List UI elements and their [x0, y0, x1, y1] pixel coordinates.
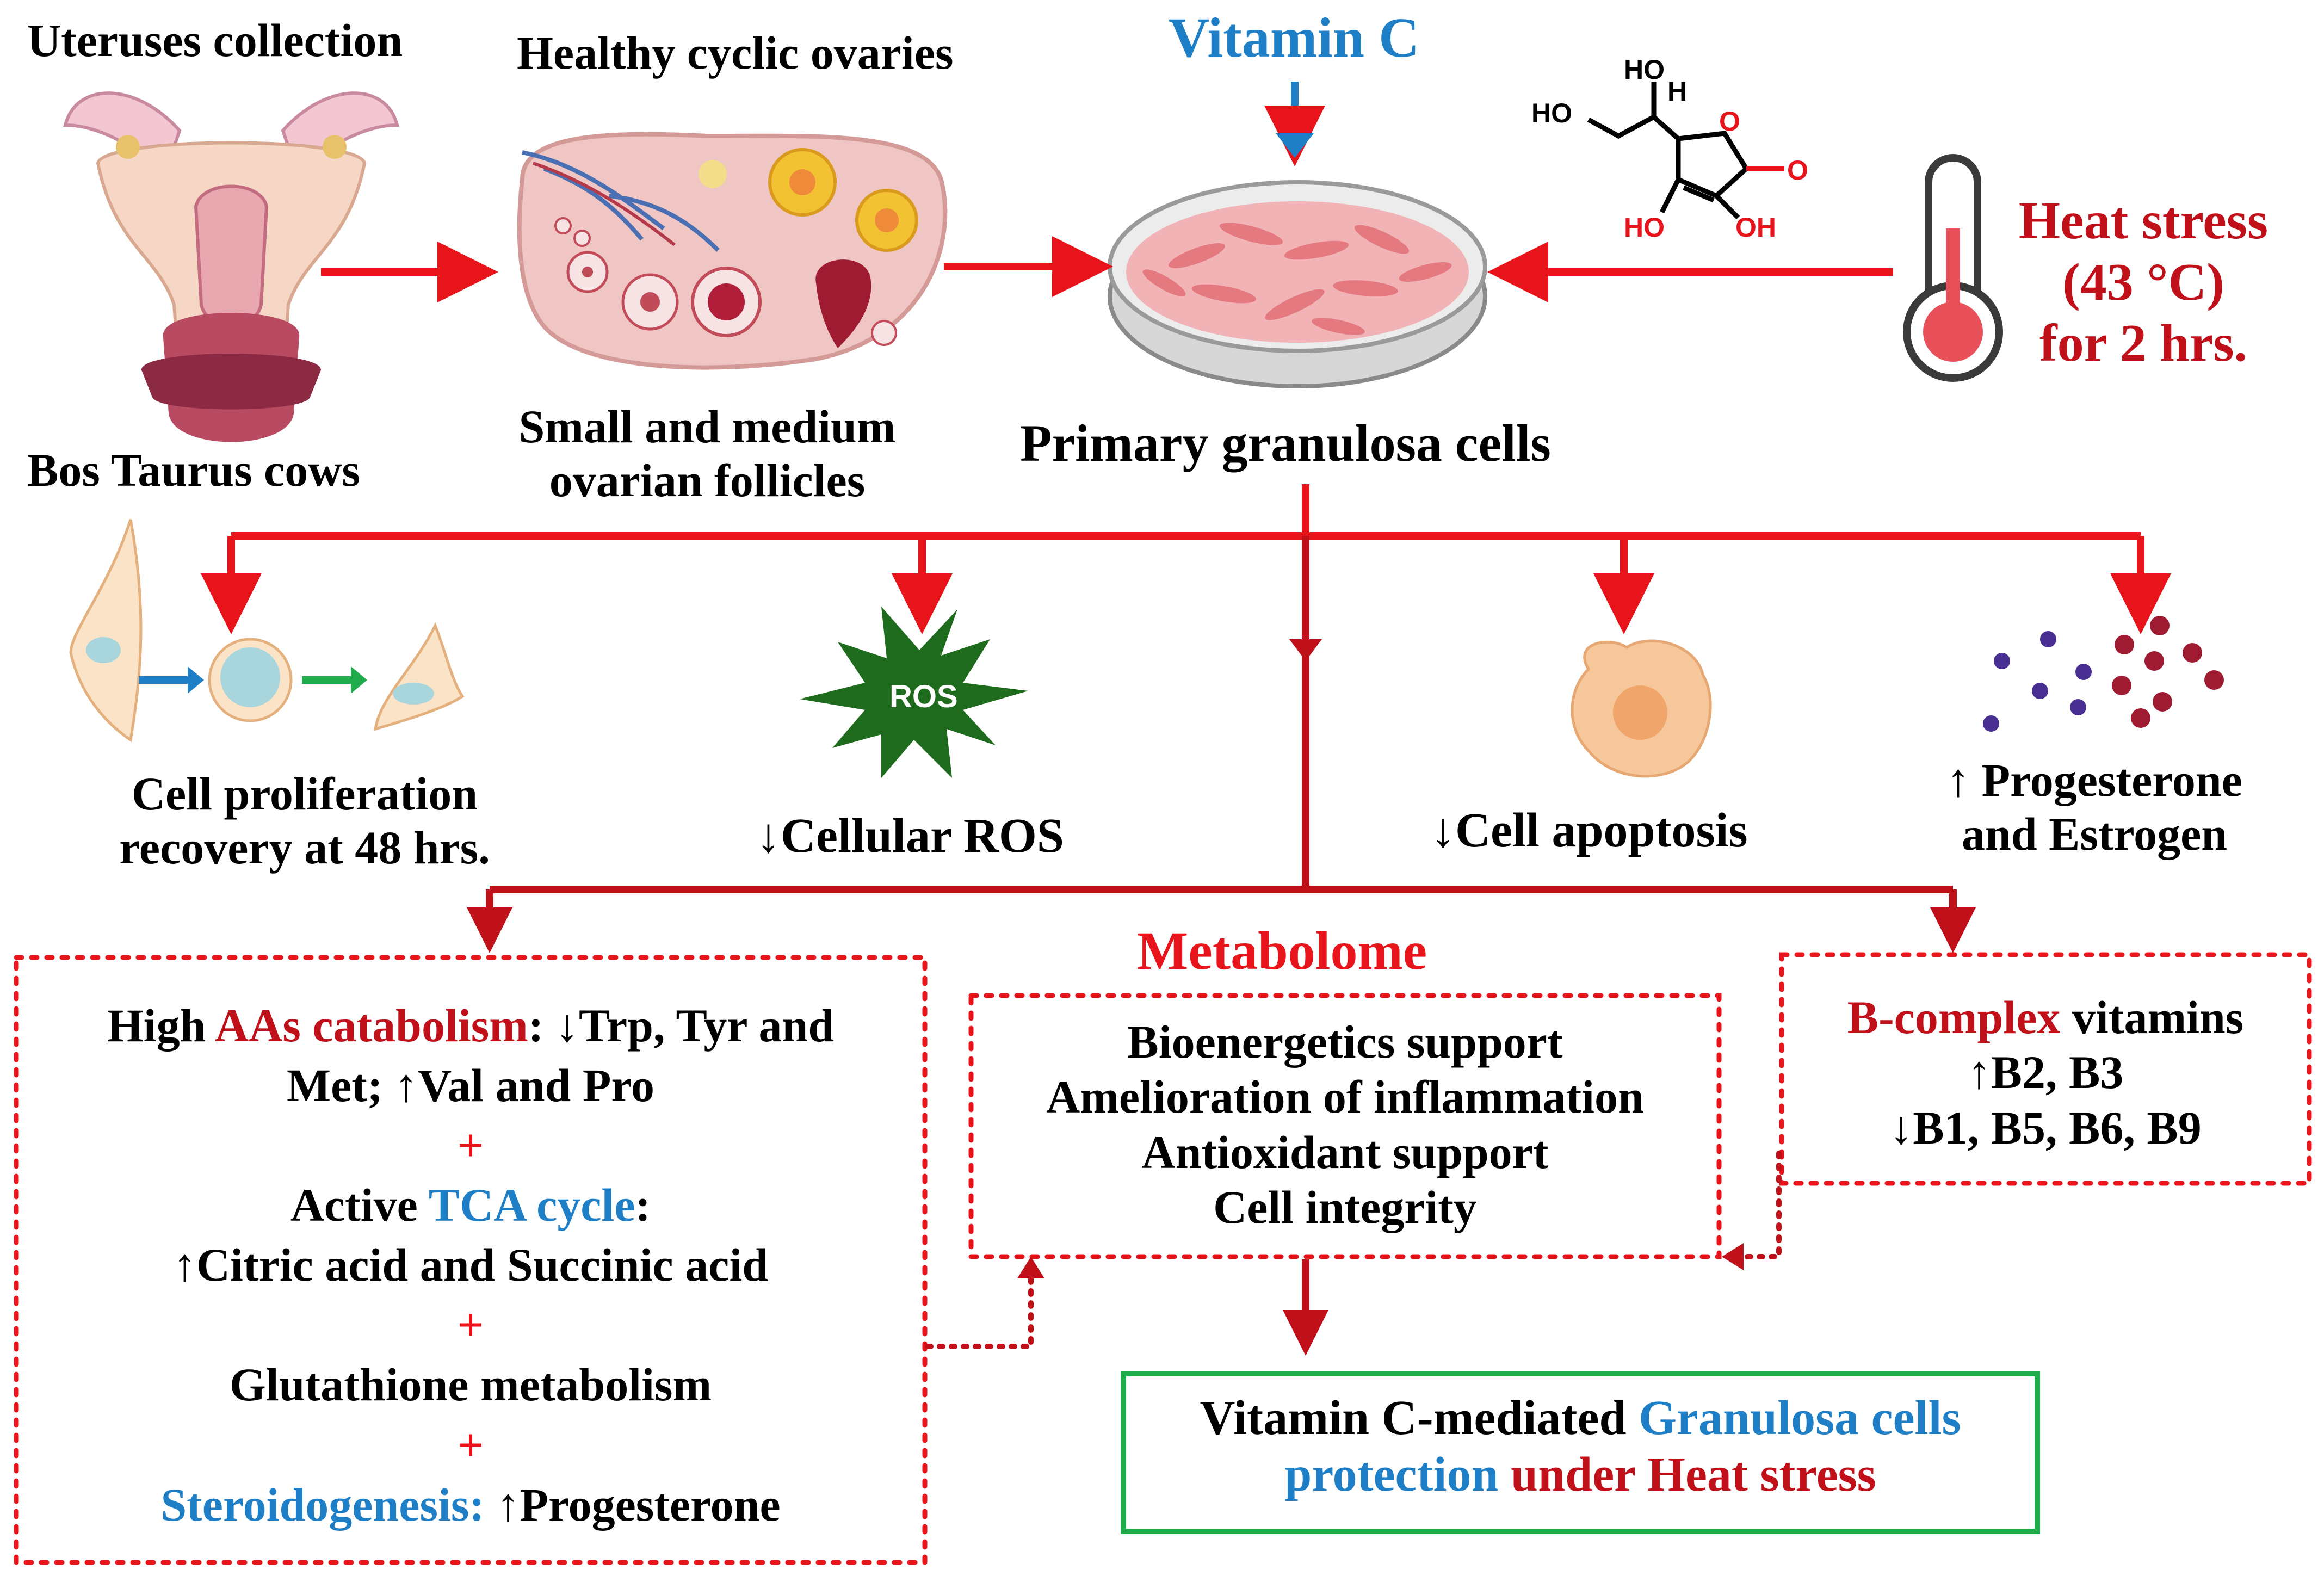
uterus-title: Uteruses collection: [27, 14, 403, 66]
ros-badge-label: ROS: [889, 679, 958, 714]
ovary-illustration: [517, 132, 948, 370]
dotted-connector-left: [925, 1270, 1034, 1349]
dotted-connector-left-head: [1017, 1257, 1044, 1278]
apoptosis-caption: ↓Cell apoptosis: [1431, 804, 1748, 857]
atom-label: O: [1719, 106, 1740, 137]
metabolome-left-box: [14, 955, 928, 1565]
dish-caption: Primary granulosa cells: [1020, 414, 1551, 472]
conclusion-box: [1121, 1371, 2040, 1534]
atom-label: HO: [1531, 98, 1572, 128]
metabolome-middle-box: [968, 993, 1722, 1259]
metabolome-title: Metabolome: [1137, 920, 1427, 981]
ovary-title: Healthy cyclic ovaries: [517, 27, 954, 79]
hormone-molecules-illustration: [1983, 616, 2224, 732]
thermometer-icon: [1903, 154, 2003, 382]
atom-label: O: [1787, 155, 1808, 186]
metabolome-left-content: High AAs catabolism: ↓Trp, Tyr and Met; …: [107, 999, 835, 1531]
uterus-illustration: [63, 91, 399, 442]
uterus-caption: Bos Taurus cows: [27, 444, 360, 496]
vitamin-c-title: Vitamin C: [1169, 7, 1420, 69]
metabolome-middle-content: Bioenergetics support Amelioration of in…: [1046, 1016, 1644, 1234]
dotted-connector-right-head: [1722, 1243, 1744, 1270]
ascorbic-acid-structure: [1587, 82, 1784, 220]
atom-label: H: [1667, 76, 1688, 107]
heat-stress-label: Heat stress (43 °C) for 2 hrs.: [2018, 191, 2269, 373]
apoptotic-cell-illustration: [1571, 639, 1712, 778]
metabolome-branch: [467, 536, 1976, 1356]
dotted-connector-right: [1735, 1151, 1782, 1259]
ros-caption: ↓Cellular ROS: [756, 809, 1064, 863]
metabolome-right-box: [1779, 952, 2312, 1186]
metabolome-right-content: B-complex vitamins ↑B2, B3 ↓B1, B5, B6, …: [1847, 991, 2244, 1154]
petri-dish-illustration: [1108, 180, 1487, 388]
cell-proliferation-illustration: [69, 519, 465, 743]
arrow-vitaminc-head: [1276, 133, 1314, 158]
conclusion-text: Vitamin C-mediated Granulosa cells prote…: [1200, 1391, 1961, 1501]
proliferation-caption: Cell proliferation recovery at 48 hrs.: [119, 768, 490, 874]
effects-branch: [201, 484, 2171, 634]
atom-label: HO: [1624, 212, 1665, 243]
ros-burst-icon: [800, 607, 1028, 778]
ovary-caption: Small and medium ovarian follicles: [518, 400, 896, 506]
hormone-caption: ↑ Progesterone and Estrogen: [1946, 754, 2242, 860]
atom-label: OH: [1735, 212, 1776, 243]
atom-label: HO: [1624, 54, 1665, 85]
